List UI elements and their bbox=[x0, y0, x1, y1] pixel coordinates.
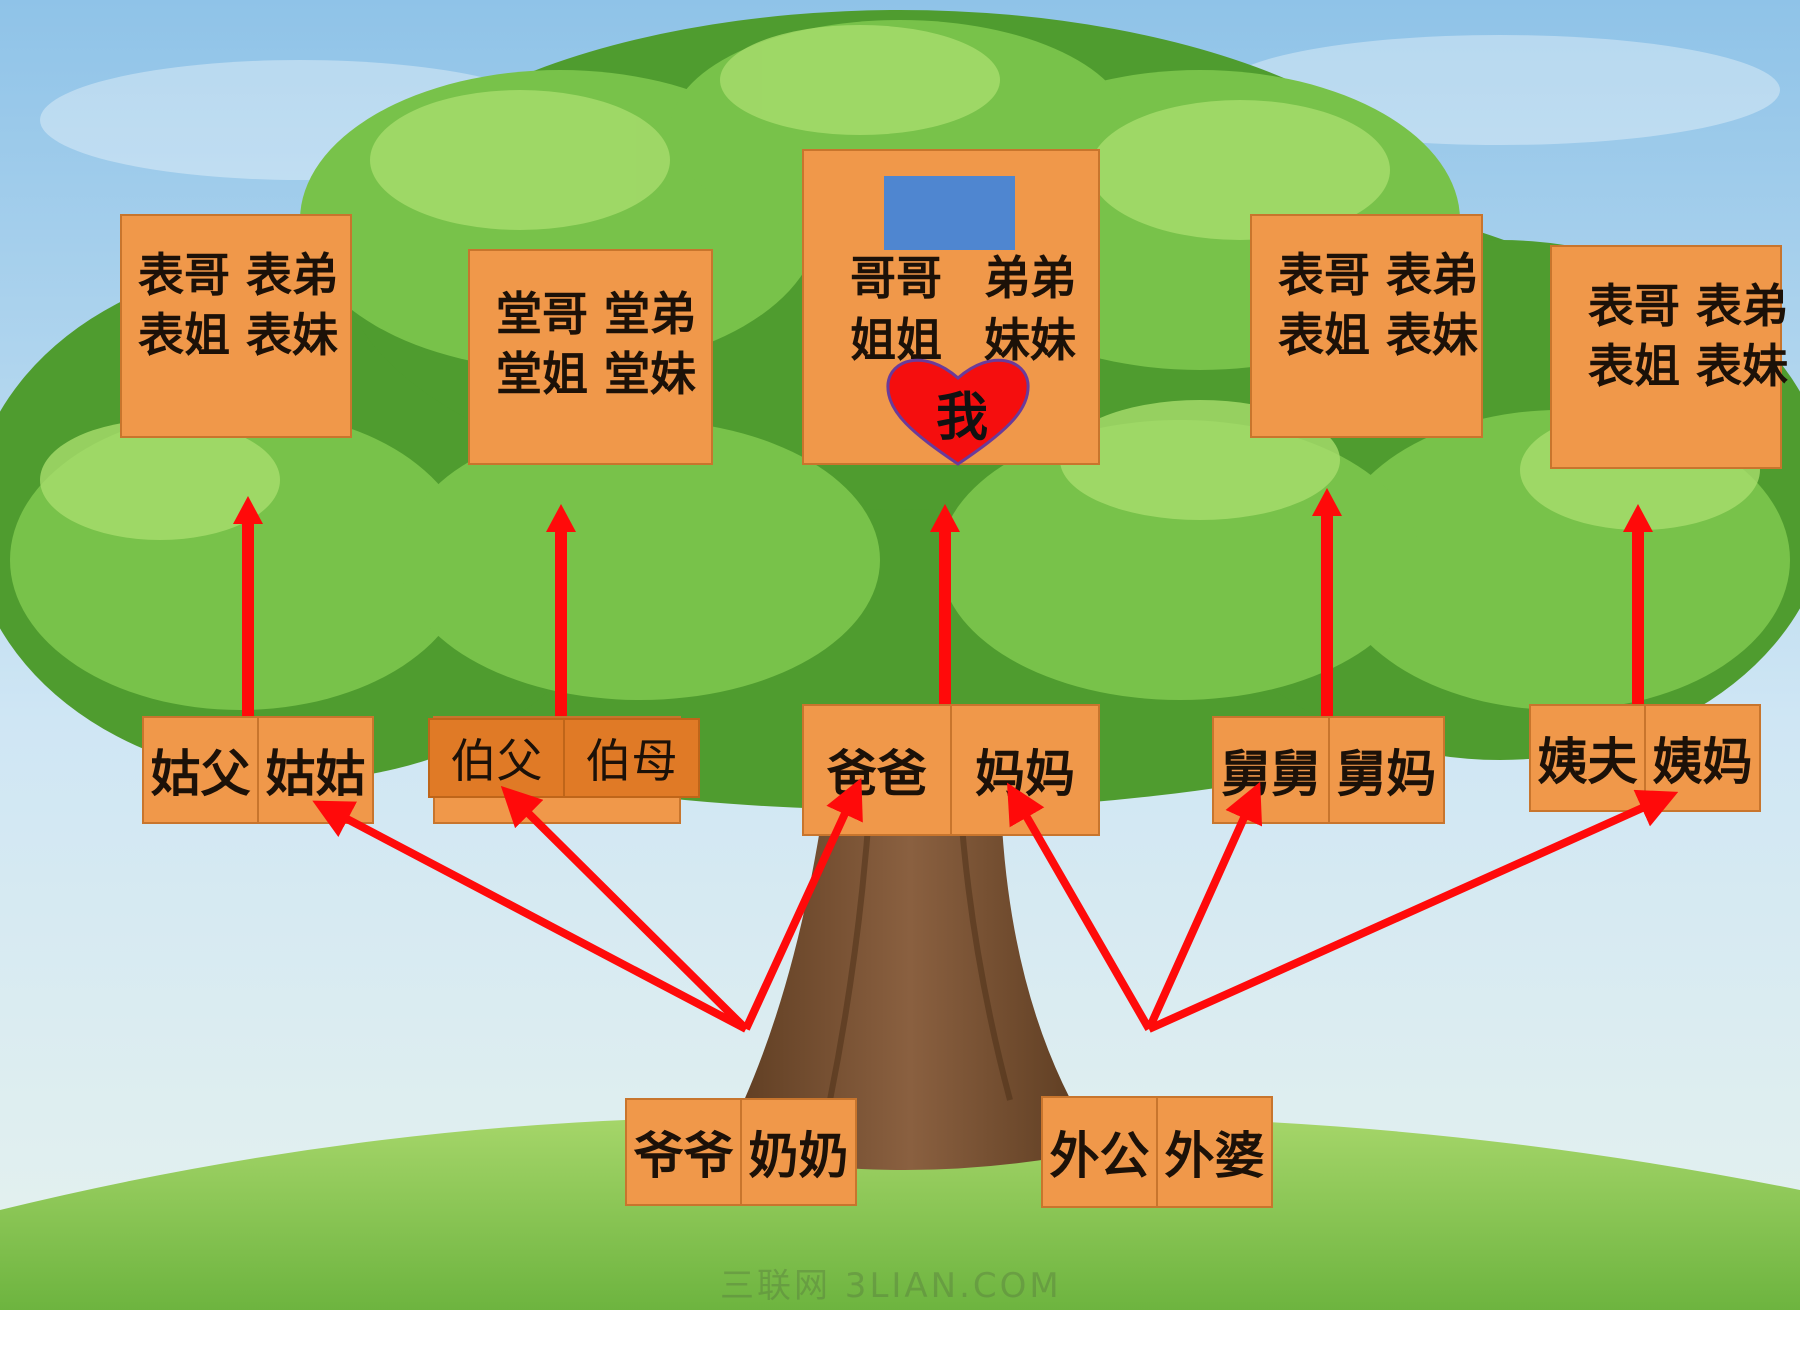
sister-elder-label: 姐姐 bbox=[850, 313, 942, 367]
arrow-up-parents bbox=[930, 504, 960, 732]
arrow-up-paternal-aunt bbox=[233, 496, 263, 719]
cousin-label-line1: 表哥 表弟 bbox=[138, 248, 339, 302]
blue-marker bbox=[884, 176, 1015, 250]
cousin-box-maternal-uncle: 表哥 表弟 表姐 表妹 bbox=[1250, 214, 1483, 438]
cousin-box-paternal-uncle: 堂哥 堂弟 堂姐 堂妹 bbox=[468, 249, 713, 465]
maternal-aunt-husband-label: 姨夫 bbox=[1537, 733, 1638, 791]
maternal-grandfather-label: 外公 bbox=[1049, 1127, 1150, 1185]
cousin-box-paternal-aunt: 表哥 表弟 表姐 表妹 bbox=[120, 214, 352, 438]
paternal-aunt-label: 姑姑 bbox=[257, 718, 372, 822]
maternal-aunt-label: 姨妈 bbox=[1644, 706, 1759, 810]
arrow-up-maternal-uncle bbox=[1312, 488, 1342, 720]
maternal-grandparents-couple: 外公 外婆 bbox=[1041, 1096, 1273, 1208]
cousin-label-line1: 表哥 表弟 bbox=[1278, 248, 1479, 302]
cousin-box-maternal-aunt: 表哥 表弟 表姐 表妹 bbox=[1550, 245, 1788, 469]
uncle-in-law-label: 姑父 bbox=[150, 745, 251, 803]
cousin-label-line2: 表姐 表妹 bbox=[138, 308, 339, 362]
brother-elder-label: 哥哥 bbox=[850, 251, 942, 305]
cousin-label-line2: 堂姐 堂妹 bbox=[496, 347, 697, 401]
sister-younger-label: 妹妹 bbox=[984, 313, 1076, 367]
cousin-label-line2: 表姐 表妹 bbox=[1278, 308, 1479, 362]
arrow-up-paternal-uncle bbox=[546, 504, 576, 725]
maternal-uncle-wife-label: 舅妈 bbox=[1327, 718, 1444, 822]
paternal-grandfather-label: 爷爷 bbox=[633, 1127, 734, 1185]
watermark: 三联网 3LIAN.COM bbox=[720, 1266, 1062, 1306]
paternal-uncle-couple: 伯父 伯母 bbox=[428, 718, 700, 798]
paternal-grandparents-couple: 爷爷 奶奶 bbox=[625, 1098, 857, 1206]
heart-icon bbox=[886, 358, 1030, 466]
brother-younger-label: 弟弟 bbox=[984, 251, 1076, 305]
cousin-label-line1: 堂哥 堂弟 bbox=[496, 287, 697, 341]
paternal-uncle-wife-label: 伯母 bbox=[563, 720, 698, 796]
cousin-label-line2: 表姐 表妹 bbox=[1588, 339, 1789, 393]
paternal-uncle-label: 伯父 bbox=[450, 734, 543, 788]
maternal-uncle-couple: 舅舅 舅妈 bbox=[1212, 716, 1445, 824]
maternal-grandmother-label: 外婆 bbox=[1156, 1098, 1271, 1206]
arrow-up-maternal-aunt bbox=[1623, 504, 1653, 726]
paternal-grandmother-label: 奶奶 bbox=[740, 1100, 855, 1204]
cousin-label-line1: 表哥 表弟 bbox=[1588, 279, 1789, 333]
paternal-aunt-couple: 姑父 姑姑 bbox=[142, 716, 374, 824]
me-label: 我 bbox=[936, 388, 989, 448]
maternal-aunt-couple: 姨夫 姨妈 bbox=[1529, 704, 1761, 812]
